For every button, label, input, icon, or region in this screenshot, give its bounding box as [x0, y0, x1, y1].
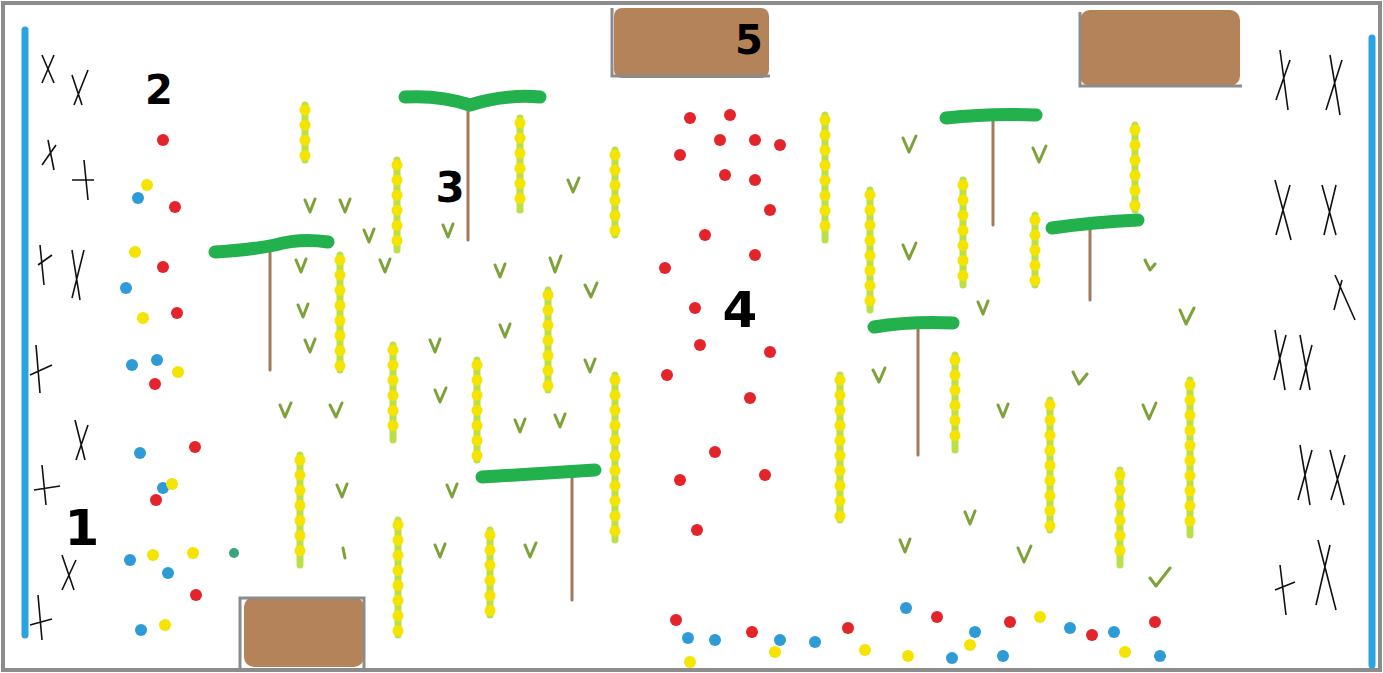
flower-dots — [120, 109, 1166, 668]
callout-number: 3 — [435, 167, 464, 209]
plant-marks — [280, 136, 1194, 586]
cross-marks — [30, 50, 1355, 640]
site-border — [3, 3, 1380, 670]
planting-strip — [300, 105, 1190, 635]
callout-number: 1 — [65, 503, 100, 553]
brown-bed — [240, 8, 1242, 668]
water-line — [1369, 38, 1376, 665]
water-line — [22, 30, 29, 635]
callout-number: 4 — [723, 285, 758, 335]
callout-number: 5 — [735, 20, 763, 60]
tree-symbol — [215, 96, 1138, 600]
callout-number: 2 — [145, 70, 173, 110]
